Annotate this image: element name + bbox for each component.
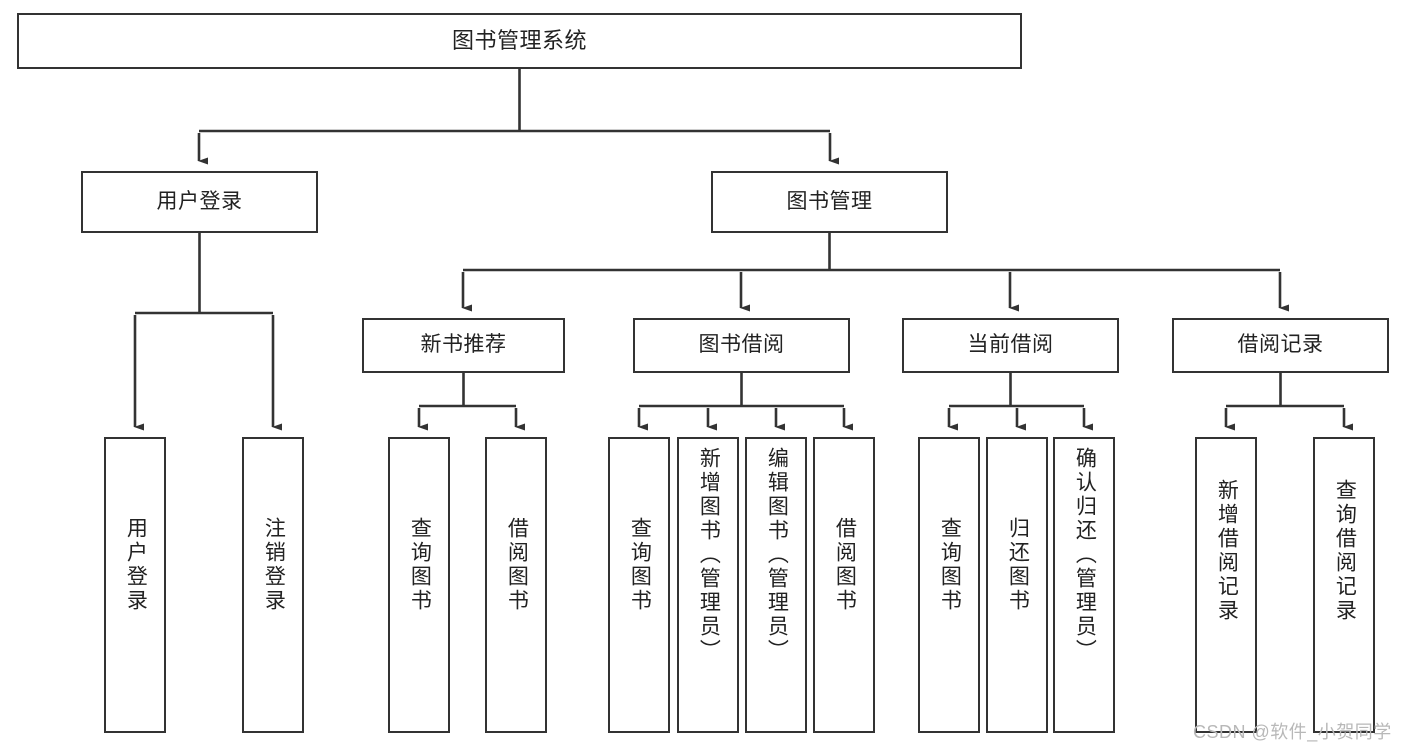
node-new-book-recommend[interactable]: 新书推荐 [362,318,565,373]
node-label: 借阅记录 [1237,333,1324,357]
node-label: 用户登录 [124,517,148,613]
node-label: 图书借阅 [698,333,785,357]
node-label: 用户登录 [156,189,243,213]
node-leaf-query-book-3[interactable]: 查询图书 [918,437,980,733]
node-leaf-confirm-return-admin[interactable]: 确认归还（管理员） [1053,437,1115,733]
node-book-borrow[interactable]: 图书借阅 [633,318,850,373]
node-label: 借阅图书 [505,517,529,613]
node-root[interactable]: 图书管理系统 [17,13,1022,69]
csdn-watermark: CSDN @软件_小贺同学 [1193,722,1392,742]
node-leaf-query-book-1[interactable]: 查询图书 [388,437,450,733]
node-leaf-borrow-book-1[interactable]: 借阅图书 [485,437,547,733]
node-label: 借阅图书 [833,517,857,613]
node-borrow-record[interactable]: 借阅记录 [1172,318,1389,373]
node-label: 注销登录 [262,517,286,613]
node-label: 图书管理 [786,189,873,213]
node-label: 新增图书（管理员） [697,447,721,663]
node-user-login[interactable]: 用户登录 [81,171,318,233]
node-leaf-borrow-book-2[interactable]: 借阅图书 [813,437,875,733]
node-leaf-edit-book-admin[interactable]: 编辑图书（管理员） [745,437,807,733]
node-leaf-return-book[interactable]: 归还图书 [986,437,1048,733]
node-leaf-add-borrow-record[interactable]: 新增借阅记录 [1195,437,1257,733]
node-book-manage[interactable]: 图书管理 [711,171,948,233]
node-label: 查询借阅记录 [1333,479,1357,623]
node-label: 新增借阅记录 [1215,479,1239,623]
node-leaf-user-login[interactable]: 用户登录 [104,437,166,733]
node-label: 新书推荐 [420,333,507,357]
node-label: 编辑图书（管理员） [765,447,789,663]
node-leaf-add-book-admin[interactable]: 新增图书（管理员） [677,437,739,733]
node-label: 查询图书 [408,517,432,613]
node-label: 查询图书 [938,517,962,613]
node-label: 图书管理系统 [451,28,587,54]
node-label: 确认归还（管理员） [1073,447,1097,663]
node-leaf-query-book-2[interactable]: 查询图书 [608,437,670,733]
node-leaf-logout-login[interactable]: 注销登录 [242,437,304,733]
node-current-borrow[interactable]: 当前借阅 [902,318,1119,373]
node-leaf-query-borrow-record[interactable]: 查询借阅记录 [1313,437,1375,733]
node-label: 查询图书 [628,517,652,613]
node-label: 归还图书 [1006,517,1030,613]
node-label: 当前借阅 [967,333,1054,357]
